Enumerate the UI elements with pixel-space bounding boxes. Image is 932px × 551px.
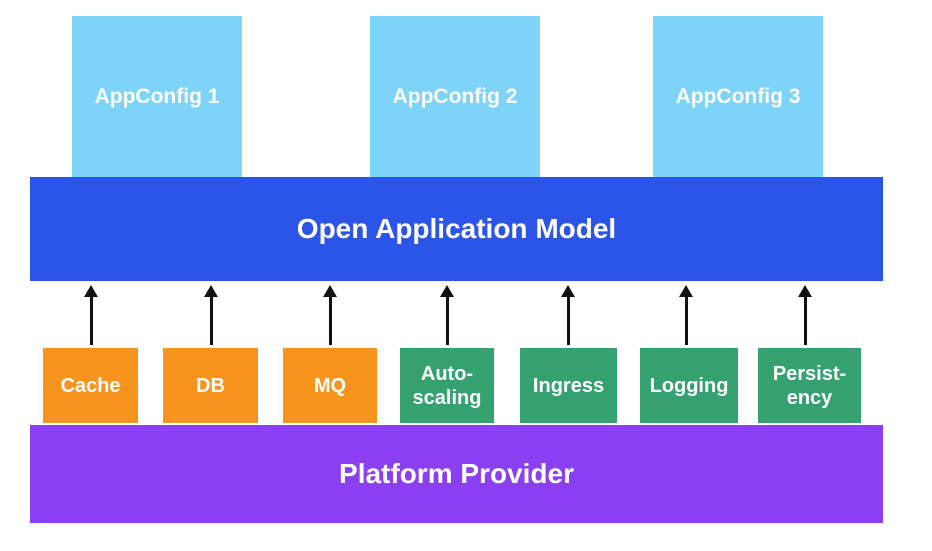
trait-box-mq: MQ bbox=[283, 348, 377, 423]
platform-provider-label: Platform Provider bbox=[339, 458, 574, 489]
arrow-head-icon bbox=[561, 285, 575, 297]
arrow-head-icon bbox=[440, 285, 454, 297]
arrow-head-icon bbox=[323, 285, 337, 297]
trait-box-autoscaling: Auto-scaling bbox=[400, 348, 494, 423]
up-arrow-autoscaling bbox=[440, 285, 454, 345]
arrow-shaft bbox=[684, 294, 688, 345]
up-arrow-ingress bbox=[561, 285, 575, 345]
up-arrow-persistency bbox=[798, 285, 812, 345]
trait-label-autoscaling: Auto-scaling bbox=[412, 362, 482, 409]
trait-label-persistency: Persist-ency bbox=[772, 362, 847, 409]
appconfig-box-2: AppConfig 2 bbox=[370, 16, 540, 177]
platform-provider-bar: Platform Provider bbox=[30, 425, 883, 523]
trait-box-cache: Cache bbox=[43, 348, 138, 423]
trait-label-mq: MQ bbox=[313, 374, 347, 397]
arrow-shaft bbox=[328, 294, 332, 345]
up-arrow-db bbox=[204, 285, 218, 345]
arrow-head-icon bbox=[204, 285, 218, 297]
appconfig-label-2: AppConfig 2 bbox=[392, 84, 518, 108]
arrow-shaft bbox=[445, 294, 449, 345]
trait-box-logging: Logging bbox=[640, 348, 738, 423]
arrow-shaft bbox=[803, 294, 807, 345]
arrow-head-icon bbox=[84, 285, 98, 297]
trait-label-cache: Cache bbox=[60, 374, 121, 397]
appconfig-label-3: AppConfig 3 bbox=[675, 84, 801, 108]
appconfig-label-1: AppConfig 1 bbox=[94, 84, 220, 108]
arrow-shaft bbox=[89, 294, 93, 345]
trait-box-ingress: Ingress bbox=[520, 348, 617, 423]
trait-box-persistency: Persist-ency bbox=[758, 348, 861, 423]
appconfig-box-3: AppConfig 3 bbox=[653, 16, 823, 177]
trait-label-db: DB bbox=[196, 374, 225, 397]
appconfig-box-1: AppConfig 1 bbox=[72, 16, 242, 177]
open-application-model-label: Open Application Model bbox=[296, 213, 617, 244]
arrow-shaft bbox=[209, 294, 213, 345]
up-arrow-cache bbox=[84, 285, 98, 345]
trait-label-logging: Logging bbox=[649, 374, 729, 397]
up-arrow-mq bbox=[323, 285, 337, 345]
arrow-head-icon bbox=[798, 285, 812, 297]
arrow-shaft bbox=[566, 294, 570, 345]
up-arrow-logging bbox=[679, 285, 693, 345]
open-application-model-bar: Open Application Model bbox=[30, 177, 883, 281]
trait-box-db: DB bbox=[163, 348, 258, 423]
trait-label-ingress: Ingress bbox=[532, 374, 605, 397]
arrow-head-icon bbox=[679, 285, 693, 297]
